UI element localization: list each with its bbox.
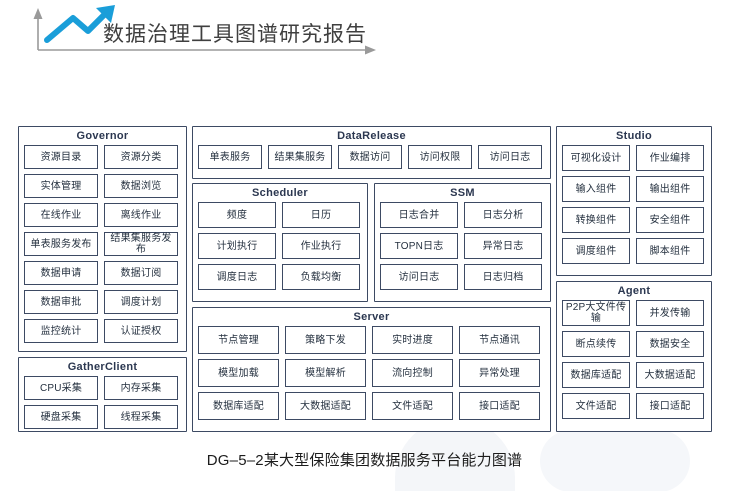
capability-cell[interactable]: 访问日志: [380, 264, 458, 290]
panel-governor: Governor 资源目录 资源分类 实体管理 数据浏览 在线作业 离线作业 单…: [18, 126, 187, 352]
capability-cell[interactable]: 监控统计: [24, 319, 98, 343]
capability-cell[interactable]: 异常日志: [464, 233, 542, 259]
capability-cell[interactable]: 接口适配: [636, 393, 704, 419]
capability-cell[interactable]: CPU采集: [24, 376, 98, 400]
capability-cell[interactable]: 数据库适配: [562, 362, 630, 388]
capability-cell[interactable]: 文件适配: [372, 392, 453, 420]
capability-cell[interactable]: 数据安全: [636, 331, 704, 357]
panel-gatherclient-title: GatherClient: [67, 361, 138, 373]
capability-cell[interactable]: 调度组件: [562, 238, 630, 264]
panel-ssm-items: 日志合并 日志分析 TOPN日志 异常日志 访问日志 日志归档: [375, 202, 550, 295]
capability-cell[interactable]: 大数据适配: [285, 392, 366, 420]
panel-scheduler: Scheduler 频度 日历 计划执行 作业执行 调度日志 负载均衡: [192, 183, 368, 302]
capability-cell[interactable]: 调度日志: [198, 264, 276, 290]
capability-cell[interactable]: 数据订阅: [104, 261, 178, 285]
vertical-axis-arrow-icon: [33, 8, 43, 50]
trend-up-arrow-icon: [44, 5, 115, 43]
capability-cell[interactable]: 数据访问: [338, 145, 402, 169]
capability-cell[interactable]: 调度计划: [104, 290, 178, 314]
capability-cell[interactable]: 节点管理: [198, 326, 279, 354]
capability-cell[interactable]: 脚本组件: [636, 238, 704, 264]
capability-cell[interactable]: 数据审批: [24, 290, 98, 314]
panel-server-title: Server: [353, 311, 390, 323]
capability-cell[interactable]: 断点续传: [562, 331, 630, 357]
capability-cell[interactable]: 硬盘采集: [24, 405, 98, 429]
capability-cell[interactable]: 实时进度: [372, 326, 453, 354]
panel-ssm-title: SSM: [450, 187, 475, 199]
capability-cell[interactable]: 可视化设计: [562, 145, 630, 171]
panel-agent: Agent P2P大文件传输 并发传输 断点续传 数据安全 数据库适配 大数据适…: [556, 281, 712, 432]
panel-server-items: 节点管理 策略下发 实时进度 节点通讯 模型加载 模型解析 流向控制 异常处理 …: [193, 326, 550, 425]
panel-governor-title: Governor: [76, 130, 129, 142]
panel-datarelease-title: DataRelease: [337, 130, 406, 142]
panel-agent-title: Agent: [617, 285, 651, 297]
capability-cell[interactable]: 作业执行: [282, 233, 360, 259]
capability-cell[interactable]: 资源分类: [104, 145, 178, 169]
capability-cell[interactable]: 在线作业: [24, 203, 98, 227]
capability-cell[interactable]: 日志归档: [464, 264, 542, 290]
capability-cell[interactable]: 结果集服务: [268, 145, 332, 169]
capability-cell[interactable]: 负载均衡: [282, 264, 360, 290]
slide-header: 数据治理工具图谱研究报告: [0, 0, 729, 78]
capability-cell[interactable]: 输出组件: [636, 176, 704, 202]
capability-cell[interactable]: 转换组件: [562, 207, 630, 233]
capability-cell[interactable]: 数据申请: [24, 261, 98, 285]
capability-cell[interactable]: 接口适配: [459, 392, 540, 420]
capability-cell[interactable]: TOPN日志: [380, 233, 458, 259]
capability-cell[interactable]: 大数据适配: [636, 362, 704, 388]
capability-cell[interactable]: 节点通讯: [459, 326, 540, 354]
capability-cell[interactable]: 离线作业: [104, 203, 178, 227]
panel-datarelease-items: 单表服务 结果集服务 数据访问 访问权限 访问日志: [193, 145, 550, 174]
capability-cell[interactable]: 日志合并: [380, 202, 458, 228]
capability-cell[interactable]: 模型解析: [285, 359, 366, 387]
capability-cell[interactable]: 模型加载: [198, 359, 279, 387]
panel-studio-title: Studio: [615, 130, 652, 142]
header-graphic: [33, 5, 376, 55]
capability-cell[interactable]: 实体管理: [24, 174, 98, 198]
capability-cell[interactable]: 资源目录: [24, 145, 98, 169]
capability-cell[interactable]: 认证授权: [104, 319, 178, 343]
capability-cell[interactable]: 日志分析: [464, 202, 542, 228]
panel-scheduler-items: 频度 日历 计划执行 作业执行 调度日志 负载均衡: [193, 202, 367, 295]
capability-cell[interactable]: 策略下发: [285, 326, 366, 354]
panel-gatherclient-items: CPU采集 内存采集 硬盘采集 线程采集: [19, 376, 186, 434]
horizontal-axis-arrow-icon: [38, 45, 376, 55]
capability-cell[interactable]: 数据浏览: [104, 174, 178, 198]
capability-cell[interactable]: 访问权限: [408, 145, 472, 169]
panel-studio: Studio 可视化设计 作业编排 输入组件 输出组件 转换组件 安全组件 调度…: [556, 126, 712, 276]
capability-cell[interactable]: P2P大文件传输: [562, 300, 630, 326]
capability-cell[interactable]: 流向控制: [372, 359, 453, 387]
capability-cell[interactable]: 单表服务发布: [24, 232, 98, 256]
capability-cell[interactable]: 线程采集: [104, 405, 178, 429]
capability-cell[interactable]: 安全组件: [636, 207, 704, 233]
capability-cell[interactable]: 访问日志: [478, 145, 542, 169]
panel-server: Server 节点管理 策略下发 实时进度 节点通讯 模型加载 模型解析 流向控…: [192, 307, 551, 432]
panel-scheduler-title: Scheduler: [252, 187, 308, 199]
capability-cell[interactable]: 文件适配: [562, 393, 630, 419]
capability-cell[interactable]: 日历: [282, 202, 360, 228]
panel-datarelease: DataRelease 单表服务 结果集服务 数据访问 访问权限 访问日志: [192, 126, 551, 179]
panel-gatherclient: GatherClient CPU采集 内存采集 硬盘采集 线程采集: [18, 357, 187, 432]
figure-caption: DG–5–2某大型保险集团数据服务平台能力图谱: [206, 452, 523, 469]
capability-cell[interactable]: 内存采集: [104, 376, 178, 400]
panel-studio-items: 可视化设计 作业编排 输入组件 输出组件 转换组件 安全组件 调度组件 脚本组件: [557, 145, 711, 269]
panel-governor-items: 资源目录 资源分类 实体管理 数据浏览 在线作业 离线作业 单表服务发布 结果集…: [19, 145, 186, 348]
capability-cell[interactable]: 结果集服务发布: [104, 232, 178, 256]
capability-cell[interactable]: 输入组件: [562, 176, 630, 202]
capability-cell[interactable]: 计划执行: [198, 233, 276, 259]
page-title: 数据治理工具图谱研究报告: [103, 22, 367, 46]
capability-cell[interactable]: 数据库适配: [198, 392, 279, 420]
capability-cell[interactable]: 频度: [198, 202, 276, 228]
capability-cell[interactable]: 单表服务: [198, 145, 262, 169]
panel-ssm: SSM 日志合并 日志分析 TOPN日志 异常日志 访问日志 日志归档: [374, 183, 551, 302]
capability-cell[interactable]: 异常处理: [459, 359, 540, 387]
panel-agent-items: P2P大文件传输 并发传输 断点续传 数据安全 数据库适配 大数据适配 文件适配…: [557, 300, 711, 424]
capability-cell[interactable]: 并发传输: [636, 300, 704, 326]
capability-cell[interactable]: 作业编排: [636, 145, 704, 171]
